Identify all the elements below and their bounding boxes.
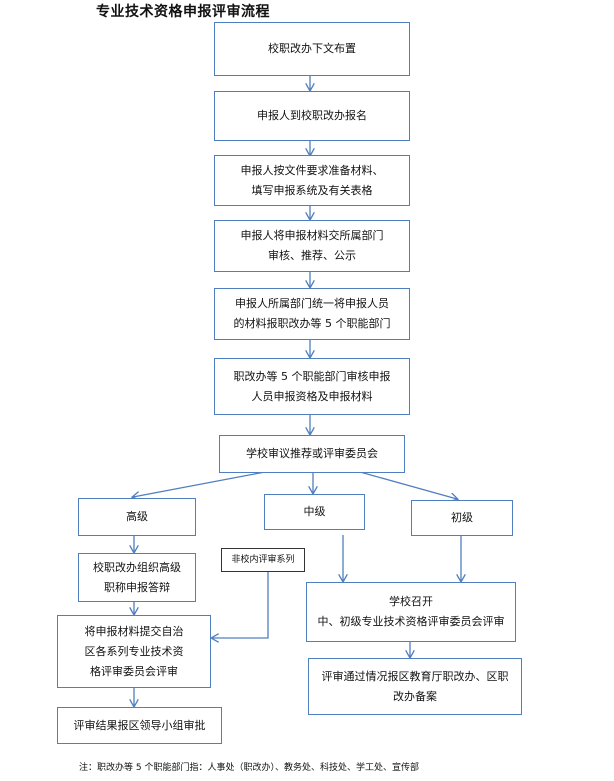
level-high-box: 高级 [78, 498, 196, 536]
step-7-box: 学校审议推荐或评审委员会 [219, 435, 405, 473]
step-4-line-1: 申报人将申报材料交所属部门 [240, 229, 384, 242]
arrow-nonschool-h2 [212, 572, 269, 638]
level-junior-box: 初级 [411, 500, 513, 536]
step-1-box: 校职改办下文布置 [214, 22, 410, 76]
level-junior-text: 初级 [451, 511, 473, 524]
step-2-text: 申报人到校职改办报名 [257, 109, 367, 122]
step-3-box: 申报人按文件要求准备材料、 填写申报系统及有关表格 [214, 155, 410, 206]
high-step-2-line-1: 将申报材料提交自治 [84, 624, 184, 638]
non-school-review-tag: 非校内评审系列 [221, 548, 305, 572]
step-5-box: 申报人所属部门统一将申报人员 的材料报职改办等 5 个职能部门 [214, 288, 410, 340]
level-high-text: 高级 [126, 510, 148, 523]
step-6-line-1: 职改办等 5 个职能部门审核申报 [233, 369, 391, 383]
mid-junior-step-1-line-2: 中、初级专业技术资格评审委员会评审 [317, 615, 505, 628]
non-school-review-text: 非校内评审系列 [231, 555, 295, 565]
step-6-line-2: 人员申报资格及申报材料 [251, 389, 373, 403]
step-5-line-1: 申报人所属部门统一将申报人员 [235, 297, 389, 310]
footnote: 注：职改办等 5 个职能部门指：人事处（职改办）、教务处、科技处、学工处、宣传部 [79, 763, 419, 773]
high-step-2-box: 将申报材料提交自治 区各系列专业技术资 格评审委员会评审 [57, 615, 211, 688]
high-step-3-box: 评审结果报区领导小组审批 [57, 707, 222, 744]
mid-junior-step-2-box: 评审通过情况报区教育厅职改办、区职 改办备案 [308, 658, 522, 715]
step-4-line-2: 审核、推荐、公示 [268, 249, 356, 262]
mid-junior-step-1-box: 学校召开 中、初级专业技术资格评审委员会评审 [306, 582, 516, 642]
step-4-box: 申报人将申报材料交所属部门 审核、推荐、公示 [214, 220, 410, 272]
mid-junior-step-2-line-2: 改办备案 [393, 689, 437, 703]
step-6-box: 职改办等 5 个职能部门审核申报 人员申报资格及申报材料 [214, 358, 410, 415]
arrow-7-high [133, 471, 266, 497]
high-step-1-line-2: 职称申报答辩 [104, 580, 170, 594]
high-step-1-line-1: 校职改办组织高级 [93, 560, 181, 574]
mid-junior-step-1-line-1: 学校召开 [389, 595, 433, 608]
high-step-2-line-2: 区各系列专业技术资 [84, 644, 184, 658]
step-3-line-2: 填写申报系统及有关表格 [251, 183, 373, 197]
step-2-box: 申报人到校职改办报名 [214, 91, 410, 141]
page-title: 专业技术资格申报评审流程 [96, 4, 270, 20]
level-mid-box: 中级 [264, 494, 365, 530]
high-step-1-box: 校职改办组织高级 职称申报答辩 [78, 553, 196, 602]
step-5-line-2: 的材料报职改办等 5 个职能部门 [233, 317, 391, 330]
level-mid-text: 中级 [303, 505, 326, 518]
arrow-7-junior [359, 471, 457, 499]
high-step-3-text: 评审结果报区领导小组审批 [73, 718, 206, 732]
mid-junior-step-2-line-1: 评审通过情况报区教育厅职改办、区职 [321, 669, 509, 683]
step-3-line-1: 申报人按文件要求准备材料、 [240, 163, 384, 177]
high-step-2-line-3: 格评审委员会评审 [90, 664, 178, 678]
step-1-text: 校职改办下文布置 [268, 42, 356, 55]
step-7-text: 学校审议推荐或评审委员会 [246, 447, 378, 460]
